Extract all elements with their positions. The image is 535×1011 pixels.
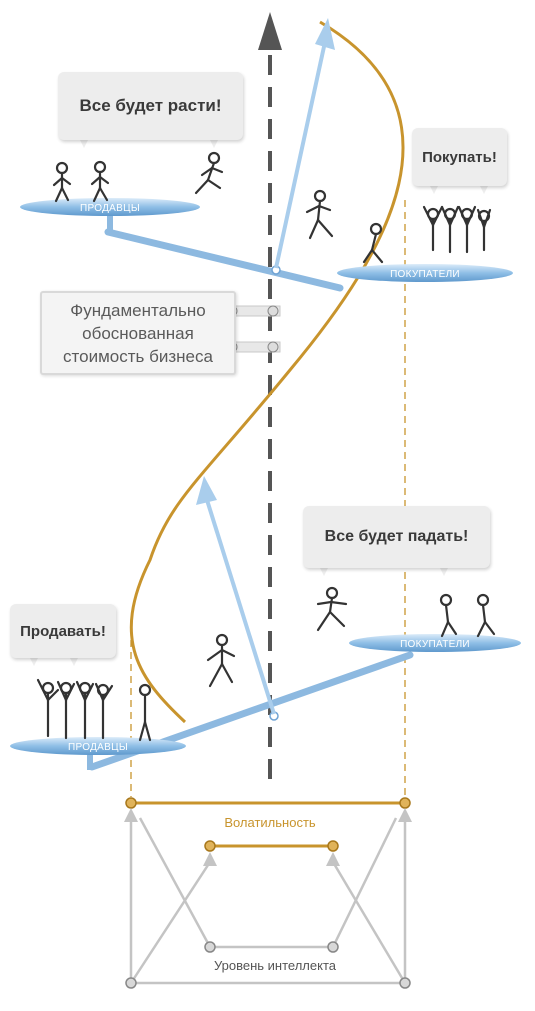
volatility-label: Волатильность — [224, 815, 316, 830]
bubble-mid-right: Все будет падать! — [303, 506, 490, 568]
bottom-force-arrowhead — [196, 476, 217, 505]
value-line-3: стоимость бизнеса — [63, 346, 213, 366]
intelligence-structure — [129, 817, 407, 985]
intelligence-label: Уровень интеллекта — [213, 958, 336, 973]
price-curve — [129, 20, 405, 724]
bubble-top-left: Все будет расти! — [58, 72, 243, 140]
plate-label-top-left: ПРОДАВЦЫ — [80, 203, 140, 214]
value-line-1: Фундаментально — [70, 300, 206, 320]
plate-bottom-left — [10, 737, 186, 755]
bubble-top-right: Покупать! — [412, 128, 507, 186]
figures-top-left — [52, 151, 224, 203]
center-axis-arrowhead — [258, 12, 282, 50]
fundamental-value-box: Фундаментально обоснованная стоимость би… — [40, 291, 236, 375]
plate-top-right — [337, 264, 513, 282]
figures-mid-right — [316, 586, 496, 638]
plate-label-bottom-left: ПРОДАВЦЫ — [68, 742, 128, 753]
bottom-force-arrow — [205, 499, 276, 715]
plate-top-left — [20, 198, 200, 216]
plate-label-top-right: ПОКУПАТЕЛИ — [390, 269, 460, 280]
figure-jumping-bottom — [206, 633, 236, 688]
volatility-left-node — [125, 797, 137, 809]
figure-jumping-top — [305, 189, 334, 240]
volatility-right-node — [399, 797, 411, 809]
value-line-2: обоснованная — [82, 323, 194, 343]
top-force-arrowhead — [315, 18, 335, 50]
plate-label-mid-right: ПОКУПАТЕЛИ — [400, 639, 470, 650]
bubble-bottom-left: Продавать! — [10, 604, 116, 658]
top-seesaw-bar — [104, 228, 344, 292]
figures-bottom-left — [36, 678, 152, 742]
plate-mid-right — [349, 634, 521, 652]
top-force-arrow — [274, 41, 327, 269]
figures-top-right — [362, 205, 492, 264]
